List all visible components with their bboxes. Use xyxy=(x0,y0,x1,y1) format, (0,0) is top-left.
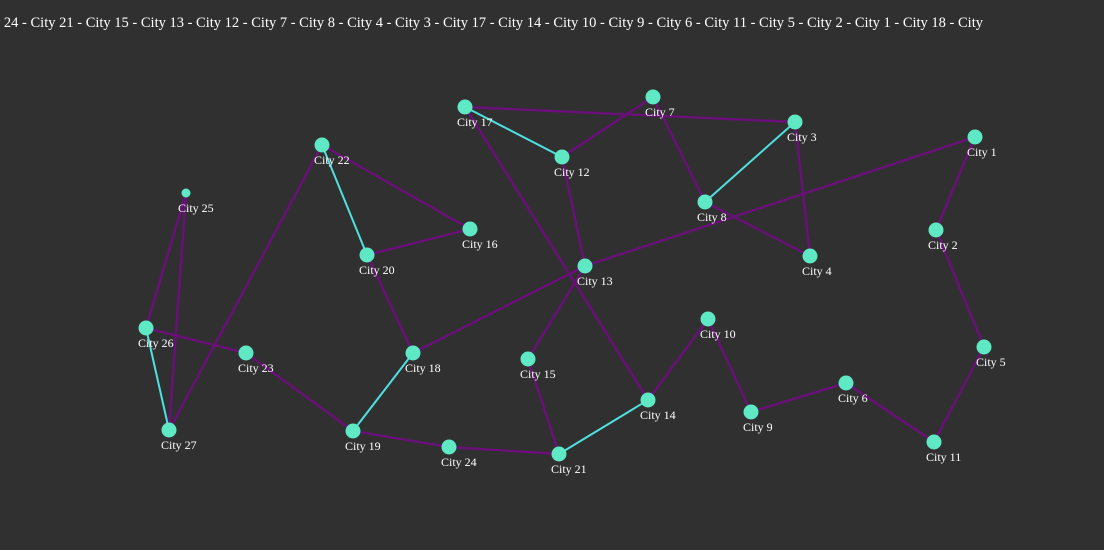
route-text: 9 - City 24 - City 21 - City 15 - City 1… xyxy=(0,15,983,31)
city-label-23: City 23 xyxy=(238,361,274,375)
edge-city-13-to-city-1 xyxy=(583,135,977,268)
edge-city-6-to-city-9 xyxy=(749,381,848,414)
edge-city-13-to-city-15 xyxy=(526,264,587,361)
city-node-25 xyxy=(181,188,191,198)
edge-city-3-to-city-4 xyxy=(793,120,812,258)
city-label-17: City 17 xyxy=(457,115,493,129)
city-label-26: City 26 xyxy=(138,336,174,350)
city-label-16: City 16 xyxy=(462,237,498,251)
city-label-8: City 8 xyxy=(697,210,727,224)
edge-city-7-to-city-8 xyxy=(651,95,707,204)
city-label-18: City 18 xyxy=(405,361,441,375)
city-node-7 xyxy=(645,89,661,105)
edge-city-8-to-city-4 xyxy=(703,200,812,258)
city-label-15: City 15 xyxy=(520,367,556,381)
city-node-22 xyxy=(314,137,330,153)
city-node-14 xyxy=(640,392,656,408)
edges-layer xyxy=(144,95,986,456)
edge-city-10-to-city-14 xyxy=(646,317,710,402)
edge-city-22-to-city-27 xyxy=(167,143,324,432)
city-node-17 xyxy=(457,99,473,115)
edge-city-22-to-city-16 xyxy=(320,143,472,231)
labels-layer: City 1 City 2 City 3 City 4 City 5 City 6 City… xyxy=(138,105,1006,476)
city-label-12: City 12 xyxy=(554,165,590,179)
edge-city-13-to-city-18 xyxy=(411,264,587,355)
city-node-10 xyxy=(700,311,716,327)
edge-city-15-to-city-21 xyxy=(526,357,561,456)
city-node-18 xyxy=(405,345,421,361)
city-node-27 xyxy=(161,422,177,438)
city-node-5 xyxy=(976,339,992,355)
city-label-22: City 22 xyxy=(314,153,350,167)
city-label-6: City 6 xyxy=(838,391,868,405)
city-label-10: City 10 xyxy=(700,327,736,341)
edge-city-17-to-city-3 xyxy=(463,105,797,124)
city-node-15 xyxy=(520,351,536,367)
edge-city-17-to-city-12 xyxy=(464,106,563,158)
city-label-4: City 4 xyxy=(802,264,832,278)
city-node-21 xyxy=(551,446,567,462)
city-label-3: City 3 xyxy=(787,130,817,144)
city-node-12 xyxy=(554,149,570,165)
edge-city-20-to-city-16 xyxy=(365,227,472,257)
edge-city-20-to-city-22 xyxy=(321,144,368,256)
edge-city-21-to-city-24 xyxy=(447,445,561,456)
edge-city-8-to-city-3 xyxy=(704,121,796,203)
city-node-3 xyxy=(787,114,803,130)
edge-city-24-to-city-19 xyxy=(351,429,451,449)
city-node-24 xyxy=(441,439,457,455)
edge-city-18-to-city-20 xyxy=(365,253,415,355)
city-node-19 xyxy=(345,423,361,439)
city-node-13 xyxy=(577,258,593,274)
edge-city-11-to-city-6 xyxy=(844,381,936,444)
edge-city-14-to-city-21 xyxy=(558,399,649,455)
edge-city-26-to-city-27 xyxy=(145,327,170,431)
city-node-23 xyxy=(238,345,254,361)
city-node-1 xyxy=(967,129,983,145)
city-label-11: City 11 xyxy=(926,450,961,464)
city-label-1: City 1 xyxy=(967,145,997,159)
city-node-11 xyxy=(926,434,942,450)
edge-city-12-to-city-13 xyxy=(560,155,587,268)
city-label-24: City 24 xyxy=(441,455,477,469)
city-label-2: City 2 xyxy=(928,238,958,252)
city-label-25: City 25 xyxy=(178,201,214,215)
city-label-21: City 21 xyxy=(551,462,587,476)
city-label-13: City 13 xyxy=(577,274,613,288)
city-node-9 xyxy=(743,404,759,420)
city-node-16 xyxy=(462,221,478,237)
edge-city-12-to-city-7 xyxy=(560,95,655,159)
edge-city-19-to-city-18 xyxy=(352,352,414,432)
edge-city-2-to-city-5 xyxy=(934,228,986,349)
city-node-8 xyxy=(697,194,713,210)
edge-city-23-to-city-26 xyxy=(144,326,248,355)
edge-city-26-to-city-25 xyxy=(144,191,188,330)
edge-city-5-to-city-11 xyxy=(932,345,986,444)
city-label-27: City 27 xyxy=(161,438,197,452)
edge-city-9-to-city-10 xyxy=(706,317,753,414)
edge-city-19-to-city-23 xyxy=(244,351,355,433)
edge-city-1-to-city-2 xyxy=(934,135,977,232)
city-label-20: City 20 xyxy=(359,263,395,277)
city-node-20 xyxy=(359,247,375,263)
city-node-6 xyxy=(838,375,854,391)
nodes-layer xyxy=(138,89,992,462)
city-label-19: City 19 xyxy=(345,439,381,453)
edge-city-17-to-city-14 xyxy=(463,105,650,402)
city-node-4 xyxy=(802,248,818,264)
city-label-5: City 5 xyxy=(976,355,1006,369)
city-node-2 xyxy=(928,222,944,238)
city-label-14: City 14 xyxy=(640,408,676,422)
city-label-7: City 7 xyxy=(645,105,675,119)
city-node-26 xyxy=(138,320,154,336)
city-label-9: City 9 xyxy=(743,420,773,434)
edge-city-25-to-city-27 xyxy=(167,191,188,432)
